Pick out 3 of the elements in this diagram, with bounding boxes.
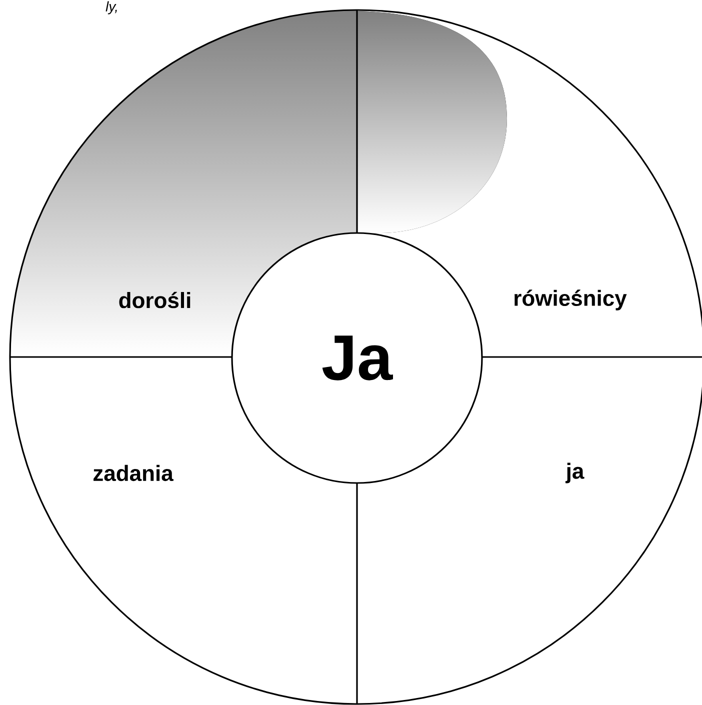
quadrant: ja: [565, 462, 584, 484]
quadrant: rówieśnicy: [514, 290, 627, 310]
quadrant: zadania: [94, 464, 174, 482]
